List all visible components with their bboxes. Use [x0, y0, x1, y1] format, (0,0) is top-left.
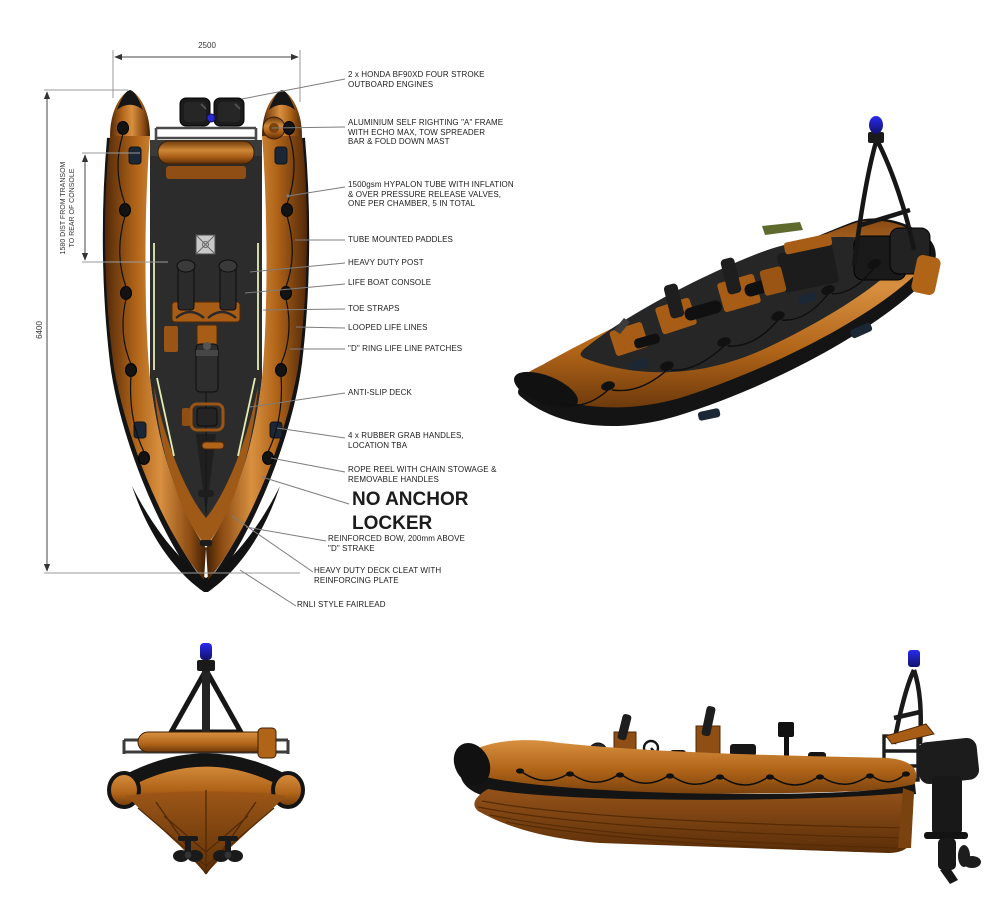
callout-a-frame: ALUMINIUM SELF RIGHTING "A" FRAME WITH E… [348, 118, 504, 146]
dim-length-6400: 6400 [35, 321, 44, 339]
outboard-engine [916, 737, 981, 884]
propellers [173, 836, 243, 862]
tube-port [105, 136, 206, 580]
tube [459, 740, 917, 795]
a-frame-rails [154, 126, 258, 140]
callout-grab-handles: 4 x RUBBER GRAB HANDLES, LOCATION TBA [348, 431, 464, 450]
callout-tube: 1500gsm HYPALON TUBE WITH INFLATION & OV… [348, 180, 514, 208]
blue-beacon [908, 650, 920, 667]
deck-cleat [198, 490, 214, 497]
righting-bag [157, 140, 255, 165]
heavy-duty-post [195, 324, 219, 393]
rub-strake [111, 753, 301, 793]
hull [474, 788, 914, 853]
callout-d-ring: "D" RING LIFE LINE PATCHES [348, 344, 463, 353]
bow-cap [453, 742, 491, 786]
blue-beacon [869, 116, 883, 134]
tube-handles [551, 258, 881, 421]
callout-engines: 2 x HONDA BF90XD FOUR STROKE OUTBOARD EN… [348, 70, 485, 89]
echomax-cylinder [257, 727, 277, 759]
echomax-cylinder [911, 255, 941, 295]
looped-life-lines [117, 133, 295, 453]
a-frame [851, 140, 917, 267]
stern-assembly [851, 116, 941, 295]
blue-beacon-top [206, 113, 216, 123]
callout-console: LIFE BOAT CONSOLE [348, 278, 432, 287]
callout-toe-straps: TOE STRAPS [348, 304, 400, 313]
callout-fairlead: RNLI STYLE FAIRLEAD [297, 600, 386, 609]
outboard-engines [179, 97, 245, 127]
seat-posts [164, 259, 241, 352]
stern-rails [122, 727, 290, 759]
looped-life-lines [516, 768, 910, 786]
paddle-starboard [274, 146, 288, 165]
anti-slip-hatch [195, 234, 216, 255]
fairlead [200, 540, 212, 546]
side-view [453, 650, 981, 884]
rope-reel [182, 402, 225, 450]
tube-starboard [206, 136, 307, 580]
perspective-view [514, 116, 941, 427]
dim-beam-2500: 2500 [198, 41, 216, 50]
dim-console-1580: 1580 DIST FROM TRANSOM TO REAR OF CONSOL… [60, 161, 76, 255]
callout-life-lines: LOOPED LIFE LINES [348, 323, 428, 332]
callout-rope-reel: ROPE REEL WITH CHAIN STOWAGE & REMOVABLE… [348, 465, 497, 484]
callout-no-anchor-locker: NO ANCHOR LOCKER [352, 489, 469, 534]
rub-strake [460, 770, 916, 803]
paddle-port [128, 146, 142, 165]
blue-beacon [200, 643, 212, 660]
callout-paddles: TUBE MOUNTED PADDLES [348, 235, 453, 244]
callout-reinforced-bow: REINFORCED BOW, 200mm ABOVE "D" STRAKE [328, 534, 465, 553]
plan-view [102, 90, 310, 592]
deck-fittings [609, 222, 839, 356]
v-hull [126, 790, 286, 875]
front-view [107, 643, 305, 875]
callout-anti-slip: ANTI-SLIP DECK [348, 388, 412, 397]
callout-deck-cleat: HEAVY DUTY DECK CLEAT WITH REINFORCING P… [314, 566, 442, 585]
callout-heavy-duty-post: HEAVY DUTY POST [348, 258, 424, 267]
grab-handles [117, 121, 295, 465]
